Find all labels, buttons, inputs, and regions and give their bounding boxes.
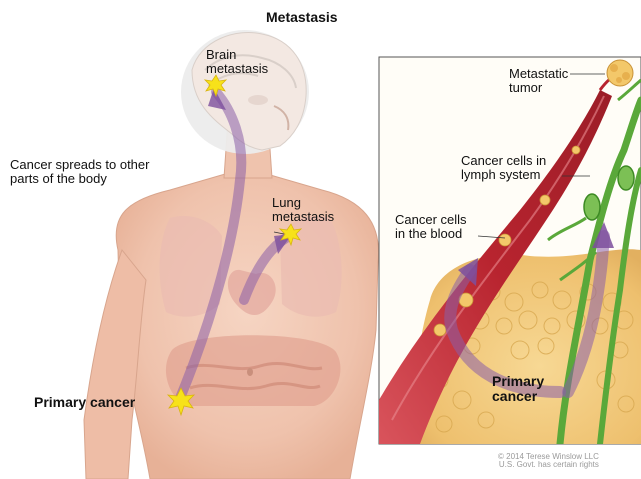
- spread-caption: Cancer spreads to other parts of the bod…: [10, 158, 149, 185]
- inset-primary-cancer-label: Primary cancer: [492, 374, 544, 403]
- metastatic-tumor-label: Metastatic tumor: [509, 67, 568, 94]
- blood-cells-label: Cancer cells in the blood: [395, 213, 467, 240]
- lung-metastasis-label: Lung metastasis: [272, 196, 334, 223]
- copyright-credit: © 2014 Terese Winslow LLC U.S. Govt. has…: [498, 453, 599, 470]
- figure-title: Metastasis: [266, 10, 338, 25]
- human-body: [84, 30, 379, 479]
- brain-metastasis-label: Brain metastasis: [206, 48, 268, 75]
- metastatic-tumor-icon: [607, 60, 633, 86]
- primary-cancer-label: Primary cancer: [34, 395, 135, 410]
- lymph-system-label: Cancer cells in lymph system: [461, 154, 546, 181]
